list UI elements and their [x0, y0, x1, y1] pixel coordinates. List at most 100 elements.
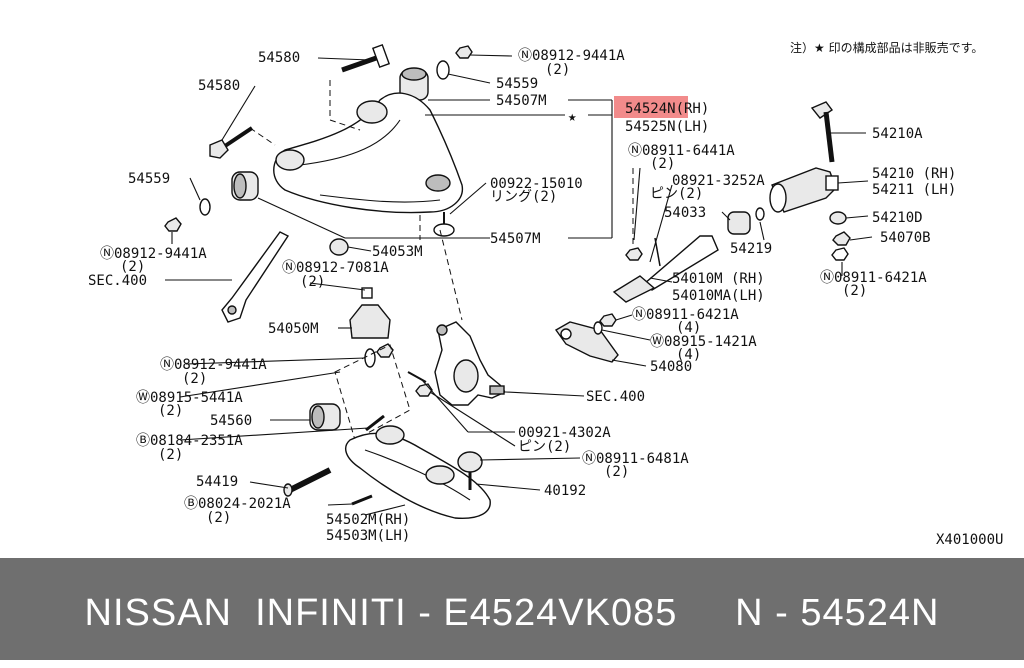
section-ref-sec400[interactable]: SEC.400	[88, 273, 147, 289]
qty-label: (2)	[120, 259, 145, 275]
qty-label: (4)	[676, 347, 701, 363]
note-text: 注）★ 印の構成部品は非販売です。	[790, 40, 983, 55]
bracket-54050m	[349, 287, 391, 339]
part-label-54210[interactable]: 54210 (RH)	[872, 166, 956, 182]
part-label-54210d[interactable]: 54210D	[872, 210, 923, 226]
part-label-54219[interactable]: 54219	[730, 241, 772, 257]
part-label-08912-9441a[interactable]: Ⓝ08912-9441A	[518, 48, 625, 64]
part-label-54507m[interactable]: 54507M	[490, 231, 541, 247]
bushing-54033	[727, 211, 751, 235]
part-highlight[interactable]	[614, 96, 688, 118]
ring-00922	[433, 212, 455, 237]
washer-08915-1421	[593, 321, 603, 335]
section-ref-sec400[interactable]: SEC.400	[586, 389, 645, 405]
part-label-08921-3252a[interactable]: 08921-3252A	[672, 173, 765, 189]
assembly-line	[334, 344, 411, 441]
qty-label: (2)	[158, 403, 183, 419]
part-label-08915-1421a[interactable]: Ⓦ08915-1421A	[650, 334, 757, 350]
part-label-08024-2021a[interactable]: Ⓑ08024-2021A	[184, 496, 291, 512]
bushing-54507m-left	[231, 171, 259, 201]
part-label-54580[interactable]: 54580	[198, 78, 240, 94]
pin-label: ピン(2)	[518, 439, 571, 455]
footer-bar: NISSAN INFINITI - E4524VK085 N - 54524N	[0, 558, 1024, 660]
part-label-54502m[interactable]: 54502M(RH)	[326, 512, 410, 528]
part-label-40192[interactable]: 40192	[544, 483, 586, 499]
bracket-54080	[554, 321, 619, 363]
part-label-54010ma[interactable]: 54010MA(LH)	[672, 288, 765, 304]
qty-label: (2)	[158, 447, 183, 463]
qty-label: (4)	[676, 320, 701, 336]
drawing-code: X401000U	[936, 532, 1003, 548]
nut-08911-6481	[415, 383, 433, 397]
part-label-54211[interactable]: 54211 (LH)	[872, 182, 956, 198]
part-label-54524n[interactable]: 54524N(RH)	[625, 101, 709, 117]
part-label-54559[interactable]: 54559	[496, 76, 538, 92]
part-label-54559[interactable]: 54559	[128, 171, 170, 187]
part-label-54050m[interactable]: 54050M	[268, 321, 319, 337]
bumper-54053m	[329, 238, 349, 256]
part-label-54010m[interactable]: 54010M (RH)	[672, 271, 765, 287]
part-label-54580[interactable]: 54580	[258, 50, 300, 66]
qty-label: (2)	[182, 371, 207, 387]
ring-label: リング(2)	[490, 189, 557, 205]
part-label-54210a[interactable]: 54210A	[872, 126, 923, 142]
qty-label: (2)	[545, 62, 570, 78]
assembly-line	[249, 127, 276, 146]
part-label-54560[interactable]: 54560	[210, 413, 252, 429]
bolt-08184	[365, 414, 385, 432]
part-label-54080[interactable]: 54080	[650, 359, 692, 375]
qty-label: (2)	[300, 274, 325, 290]
assembly-line	[329, 80, 361, 131]
qty-label: (2)	[604, 464, 629, 480]
pin-label: ピン(2)	[650, 186, 703, 202]
bolt-54210a	[810, 101, 835, 163]
footer-text: NISSAN INFINITI - E4524VK085 N - 54524N	[84, 592, 940, 634]
part-label-08911-6481a[interactable]: Ⓝ08911-6481A	[582, 451, 689, 467]
nut-08911-6421-right	[831, 247, 849, 261]
part-label-54503m[interactable]: 54503M(LH)	[326, 528, 410, 544]
part-label-54525n[interactable]: 54525N(LH)	[625, 119, 709, 135]
part-label-08911-6421a[interactable]: Ⓝ08911-6421A	[820, 270, 927, 286]
washer-54559-left	[199, 198, 211, 216]
part-label-08911-6441a[interactable]: Ⓝ08911-6441A	[628, 143, 735, 159]
part-label-08912-7081a[interactable]: Ⓝ08912-7081A	[282, 260, 389, 276]
nut-08911-6421-mid	[599, 313, 617, 327]
part-label-00922-15010[interactable]: 00922-15010	[490, 176, 583, 192]
part-label-08184-2351a[interactable]: Ⓑ08184-2351A	[136, 433, 243, 449]
stabilizer-link	[221, 231, 290, 323]
bolt-54580-top	[341, 43, 391, 73]
bushing-54210d	[829, 211, 847, 225]
part-label-54070b[interactable]: 54070B	[880, 230, 931, 246]
bolt-54580-left	[209, 126, 254, 159]
nut-middle	[376, 343, 394, 358]
ball-joint-40192	[457, 451, 483, 490]
part-label-08912-9441a[interactable]: Ⓝ08912-9441A	[160, 357, 267, 373]
part-label-54507m[interactable]: 54507M	[496, 93, 547, 109]
washer-54559-top	[436, 60, 450, 80]
part-label-54033[interactable]: 54033	[664, 205, 706, 221]
part-label-08912-9441a[interactable]: Ⓝ08912-9441A	[100, 246, 207, 262]
nut-upper	[455, 45, 473, 59]
bolt-54419	[283, 467, 332, 497]
lower-control-arm	[344, 425, 491, 519]
assembly-line	[439, 229, 463, 321]
nut-54070b	[832, 231, 851, 246]
upper-control-arm	[273, 92, 464, 214]
part-label-08911-6421a[interactable]: Ⓝ08911-6421A	[632, 307, 739, 323]
part-label-08915-5441a[interactable]: Ⓦ08915-5441A	[136, 390, 243, 406]
tension-rod-54210	[769, 167, 839, 213]
leader-lines	[165, 54, 873, 516]
bushing-54560	[309, 403, 341, 431]
qty-label: (2)	[206, 510, 231, 526]
washer-middle	[364, 348, 376, 368]
nut-left	[164, 217, 182, 232]
part-label-54419[interactable]: 54419	[196, 474, 238, 490]
star-marker: ★	[568, 109, 577, 125]
qty-label: (2)	[842, 283, 867, 299]
clip-54219	[755, 207, 765, 221]
pin-00921	[407, 371, 427, 383]
part-label-00921-4302a[interactable]: 00921-4302A	[518, 425, 611, 441]
part-label-54053m[interactable]: 54053M	[372, 244, 423, 260]
bolt-08024	[351, 494, 373, 506]
